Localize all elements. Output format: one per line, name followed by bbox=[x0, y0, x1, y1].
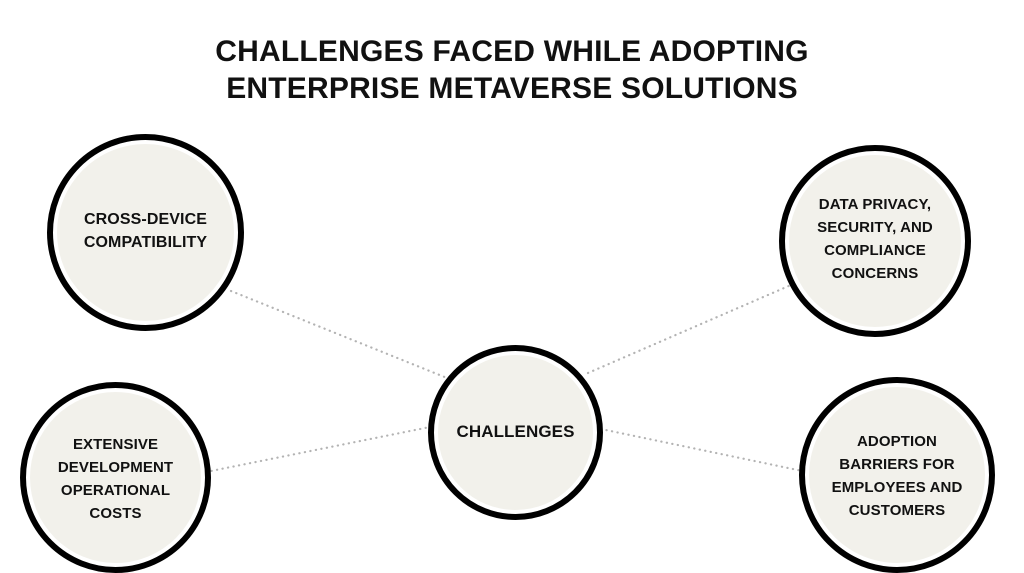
node-adoption-barriers-employees-customers[interactable]: ADOPTION BARRIERS FOR EMPLOYEES AND CUST… bbox=[799, 377, 995, 573]
node-fill-disc bbox=[30, 392, 201, 563]
connector-extensive-costs-to-challenges bbox=[204, 425, 432, 474]
node-label: EXTENSIVE DEVELOPMENT OPERATIONAL COSTS bbox=[57, 435, 174, 522]
node-label: DATA PRIVACY, SECURITY, AND COMPLIANCE C… bbox=[817, 196, 933, 282]
node-extensive-development-operational-costs[interactable]: EXTENSIVE DEVELOPMENT OPERATIONAL COSTS bbox=[20, 382, 211, 573]
node-data-privacy-security-compliance[interactable]: DATA PRIVACY, SECURITY, AND COMPLIANCE C… bbox=[779, 145, 971, 337]
node-fill-disc bbox=[789, 155, 961, 327]
node-label: ADOPTION BARRIERS FOR EMPLOYEES AND CUST… bbox=[831, 433, 963, 519]
node-cross-device-compatibility[interactable]: CROSS-DEVICE COMPATIBILITY bbox=[47, 134, 244, 331]
connector-cross-device-to-challenges bbox=[229, 289, 449, 380]
connector-data-privacy-to-challenges bbox=[586, 283, 793, 375]
node-label: CROSS-DEVICE COMPATIBILITY bbox=[83, 210, 208, 251]
connector-adoption-barriers-to-challenges bbox=[599, 427, 814, 475]
page-title: CHALLENGES FACED WHILE ADOPTING ENTERPRI… bbox=[215, 35, 809, 105]
node-center-challenges[interactable]: CHALLENGES bbox=[428, 345, 603, 520]
node-fill-disc bbox=[57, 144, 234, 321]
node-label: CHALLENGES bbox=[456, 421, 575, 441]
node-fill-disc bbox=[809, 387, 985, 563]
node-fill-disc bbox=[438, 355, 593, 510]
